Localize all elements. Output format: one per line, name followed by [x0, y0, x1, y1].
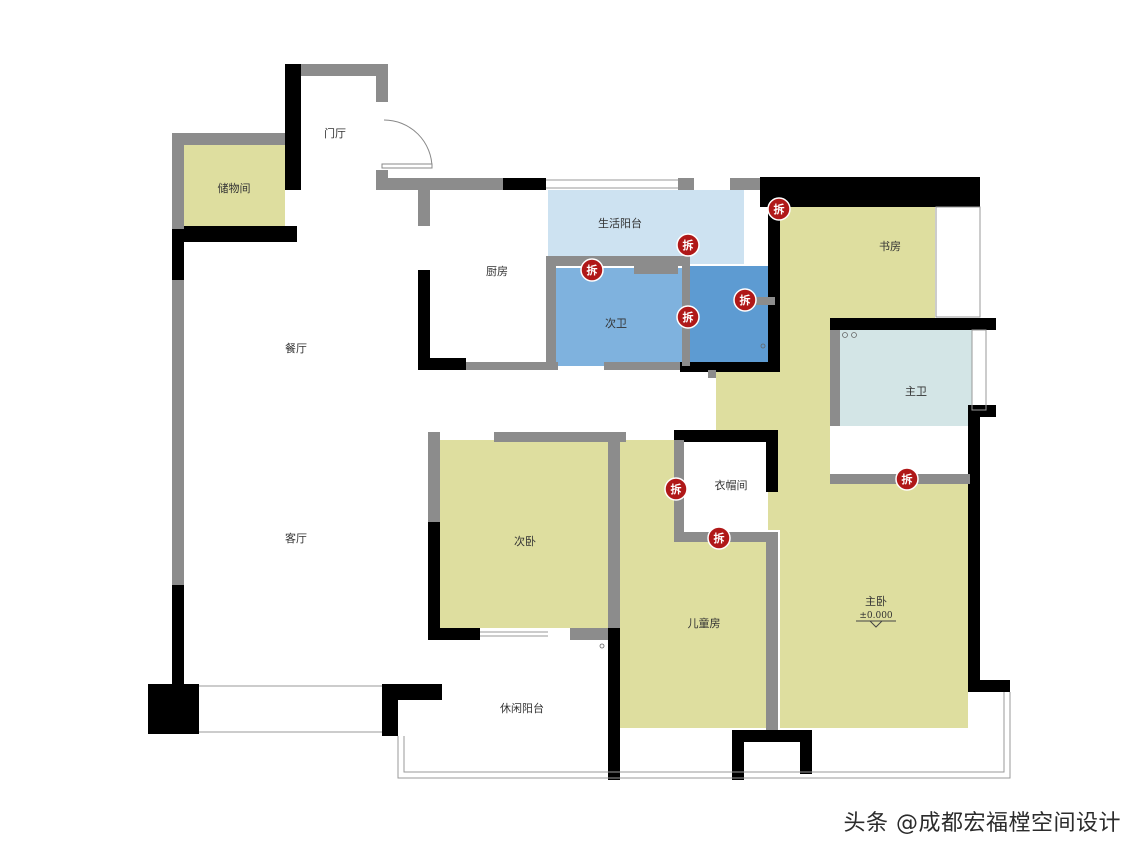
- second-bedroom-label: 次卧: [514, 534, 536, 548]
- entrance-door-swing: [383, 119, 433, 169]
- kitchen-label: 厨房: [486, 265, 508, 278]
- master-bath-fill: [840, 330, 972, 426]
- demolish-text: 拆: [683, 238, 694, 252]
- demolish-marker: 拆: [676, 305, 700, 329]
- second-bath-fill: [552, 268, 682, 366]
- demolish-text: 拆: [683, 310, 694, 324]
- demolish-text: 拆: [587, 263, 598, 277]
- master-bath-label: 主卫: [905, 385, 927, 398]
- watermark: 头条 @成都宏福樘空间设计: [843, 811, 1121, 836]
- storage-room-fill: [182, 145, 285, 229]
- master-bedroom-label: 主卧: [865, 595, 887, 608]
- demolish-text: 拆: [671, 482, 682, 496]
- demolish-marker: 拆: [664, 477, 688, 501]
- utility-balcony-label: 生活阳台: [598, 216, 642, 230]
- demolish-marker: 拆: [895, 467, 919, 491]
- demolish-text: 拆: [714, 531, 725, 545]
- second-bath-label: 次卫: [605, 316, 627, 330]
- utility-balcony-fill: [548, 190, 744, 264]
- black-walls: [148, 64, 1010, 780]
- demolish-marker: 拆: [580, 258, 604, 282]
- kids-room-label: 儿童房: [688, 616, 721, 630]
- demolish-text: 拆: [902, 472, 913, 486]
- demolish-marker: 拆: [707, 526, 731, 550]
- dining-label: 餐厅: [285, 341, 307, 355]
- walkin-closet-label: 衣帽间: [715, 478, 748, 492]
- window-lines: [199, 179, 1011, 779]
- study-master-fill: [716, 190, 968, 728]
- kids-room-fill: [620, 440, 768, 728]
- drain-icon: [599, 332, 857, 649]
- demolish-marker: 拆: [676, 233, 700, 257]
- elevation-label: ±0.000: [859, 611, 893, 621]
- second-bedroom-fill: [440, 440, 608, 628]
- demolish-text: 拆: [774, 202, 785, 216]
- entrance-door-leaf: [381, 163, 433, 169]
- study-label: 书房: [879, 240, 901, 253]
- second-bath-extension-fill: [686, 266, 778, 366]
- demolish-marker: 拆: [733, 288, 757, 312]
- demolish-marker: 拆: [767, 197, 791, 221]
- storage-label: 储物间: [218, 181, 251, 195]
- entrance-label: 门厅: [324, 126, 346, 140]
- living-label: 客厅: [285, 531, 307, 545]
- leisure-balcony-label: 休闲阳台: [500, 701, 544, 715]
- demolish-text: 拆: [740, 293, 751, 307]
